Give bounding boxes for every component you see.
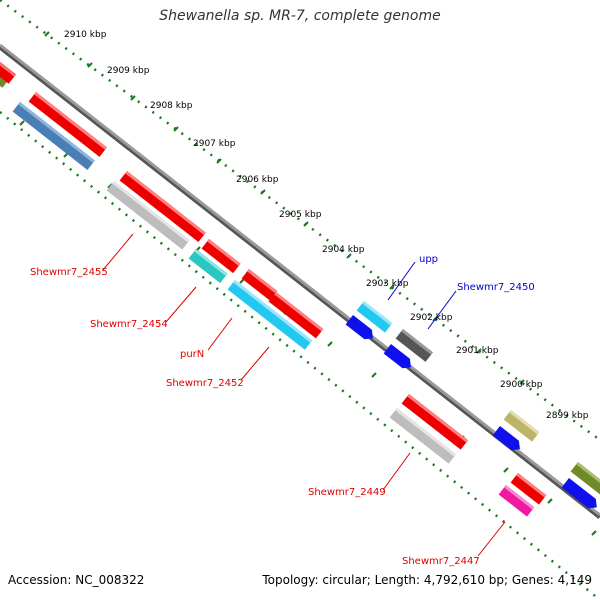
gene-blue-upp-rev[interactable] bbox=[345, 315, 377, 343]
tick-2909 bbox=[87, 62, 93, 68]
genome-summary-text: Topology: circular; Length: 4,792,610 bp… bbox=[262, 573, 592, 587]
leader-upp bbox=[387, 261, 416, 301]
tick-2903 bbox=[346, 253, 352, 259]
map-title: Shewanella sp. MR-7, complete genome bbox=[159, 8, 441, 24]
gene-grey-2449[interactable] bbox=[389, 408, 457, 464]
gene-red-2456[interactable] bbox=[119, 171, 206, 243]
gene-red-2448[interactable] bbox=[510, 473, 547, 505]
gene-label-2455[interactable]: Shewmr7_2455 bbox=[30, 267, 108, 278]
gene-blue-khaki-rev[interactable] bbox=[492, 426, 524, 454]
scale-label-2907: 2907 kbp bbox=[193, 139, 236, 149]
inner-tick-9 bbox=[371, 372, 377, 378]
scale-label-2901: 2901 kbp bbox=[456, 346, 499, 356]
gene-cyan-upp[interactable] bbox=[356, 301, 393, 333]
gene-label-2449[interactable]: Shewmr7_2449 bbox=[308, 487, 386, 498]
gene-red-purN[interactable] bbox=[241, 269, 278, 301]
gene-pink-2447[interactable] bbox=[498, 485, 535, 517]
leader-2452 bbox=[240, 346, 270, 381]
gene-label-purN[interactable]: purN bbox=[180, 349, 204, 360]
gene-steel-2457[interactable] bbox=[12, 102, 95, 170]
scale-label-2909: 2909 kbp bbox=[107, 66, 150, 76]
gene-khaki[interactable] bbox=[503, 410, 540, 442]
tick-2906 bbox=[216, 158, 222, 164]
tick-2907 bbox=[173, 126, 179, 132]
leader-2447 bbox=[477, 521, 506, 557]
tick-2905 bbox=[260, 189, 266, 195]
gene-olive-edge[interactable] bbox=[0, 70, 9, 88]
scale-label-2906: 2906 kbp bbox=[236, 175, 279, 185]
gene-label-2447[interactable]: Shewmr7_2447 bbox=[402, 556, 480, 567]
scale-label-2899: 2899 kbp bbox=[546, 411, 589, 421]
tick-2908 bbox=[130, 95, 136, 101]
gene-teal-2454[interactable] bbox=[188, 249, 228, 284]
blue-leaders bbox=[387, 261, 457, 330]
scale-label-2905: 2905 kbp bbox=[279, 210, 322, 220]
scale-ring-inner bbox=[0, 111, 600, 600]
leader-2450 bbox=[427, 290, 457, 330]
gene-dark-2450[interactable] bbox=[395, 329, 433, 362]
accession-text: Accession: NC_008322 bbox=[8, 573, 145, 587]
gene-red-2453[interactable] bbox=[268, 292, 324, 339]
scale-label-2900: 2900 kbp bbox=[500, 380, 543, 390]
red-leaders bbox=[102, 233, 506, 557]
scale-label-2903: 2903 kbp bbox=[366, 279, 409, 289]
leader-purN bbox=[207, 317, 233, 351]
scale-label-2904: 2904 kbp bbox=[322, 245, 365, 255]
tick-2899 bbox=[519, 379, 525, 385]
inner-tick-1 bbox=[19, 120, 25, 126]
gene-red-2458[interactable] bbox=[28, 92, 107, 157]
gene-label-2452[interactable]: Shewmr7_2452 bbox=[166, 378, 244, 389]
gene-red-2454b[interactable] bbox=[201, 239, 241, 274]
gene-red-edge[interactable] bbox=[0, 57, 17, 84]
scale-label-2902: 2902 kbp bbox=[410, 313, 453, 323]
inner-tick-13 bbox=[547, 498, 553, 504]
inner-tick-8 bbox=[327, 341, 333, 347]
leader-2454 bbox=[165, 286, 197, 323]
gene-blue-2450-rev[interactable] bbox=[383, 344, 415, 372]
tick-2910 bbox=[44, 31, 50, 37]
tick-2902 bbox=[389, 284, 395, 290]
inner-tick-14 bbox=[591, 530, 597, 536]
gene-label-2454[interactable]: Shewmr7_2454 bbox=[90, 319, 168, 330]
tick-2904 bbox=[303, 221, 309, 227]
gene-cyan-2452[interactable] bbox=[227, 280, 313, 350]
inner-tick-12 bbox=[503, 467, 509, 473]
gene-grey-2455[interactable] bbox=[106, 181, 190, 250]
gene-blue-right-rev[interactable] bbox=[561, 478, 600, 512]
scale-label-2910: 2910 kbp bbox=[64, 30, 107, 40]
gene-red-2449b[interactable] bbox=[401, 394, 469, 450]
tick-2900 bbox=[476, 348, 482, 354]
gene-label-upp[interactable]: upp bbox=[419, 254, 438, 265]
leader-2449 bbox=[382, 452, 411, 491]
scale-label-2908: 2908 kbp bbox=[150, 101, 193, 111]
gene-label-2450[interactable]: Shewmr7_2450 bbox=[457, 282, 535, 293]
leader-2455 bbox=[102, 233, 134, 271]
